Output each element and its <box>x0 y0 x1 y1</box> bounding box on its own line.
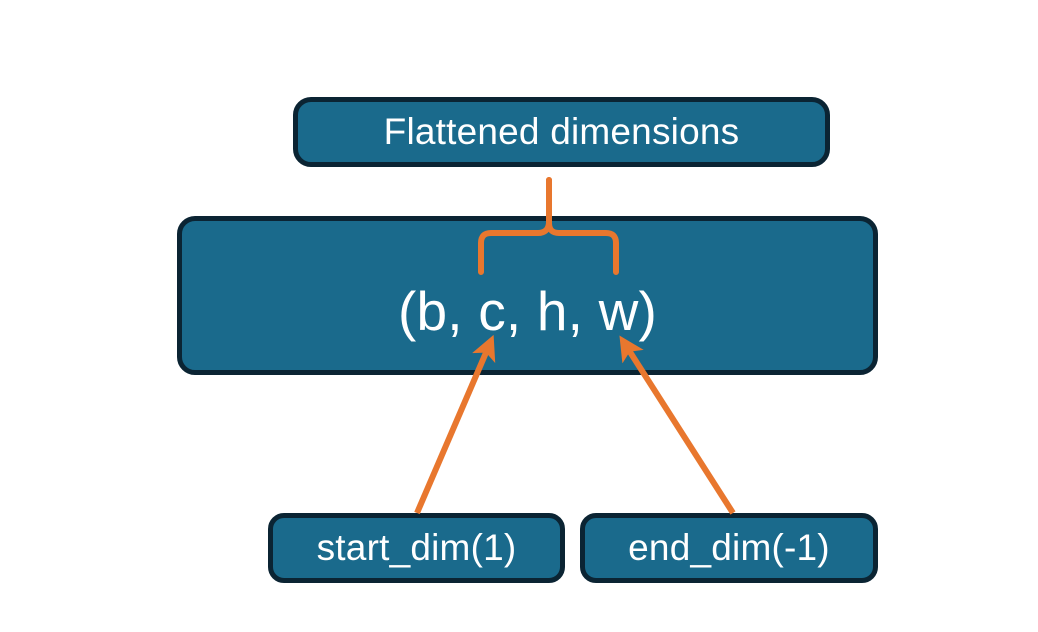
tensor-shape-label: (b, c, h, w) <box>397 280 658 342</box>
flattened-dimensions-box: Flattened dimensions <box>293 97 830 167</box>
end-dim-box: end_dim(-1) <box>580 513 878 583</box>
end-dim-label: end_dim(-1) <box>628 527 830 568</box>
start-dim-box: start_dim(1) <box>268 513 565 583</box>
tensor-shape-box: (b, c, h, w) <box>177 216 878 375</box>
flattened-dimensions-label: Flattened dimensions <box>383 111 740 152</box>
start-dim-label: start_dim(1) <box>316 527 517 568</box>
